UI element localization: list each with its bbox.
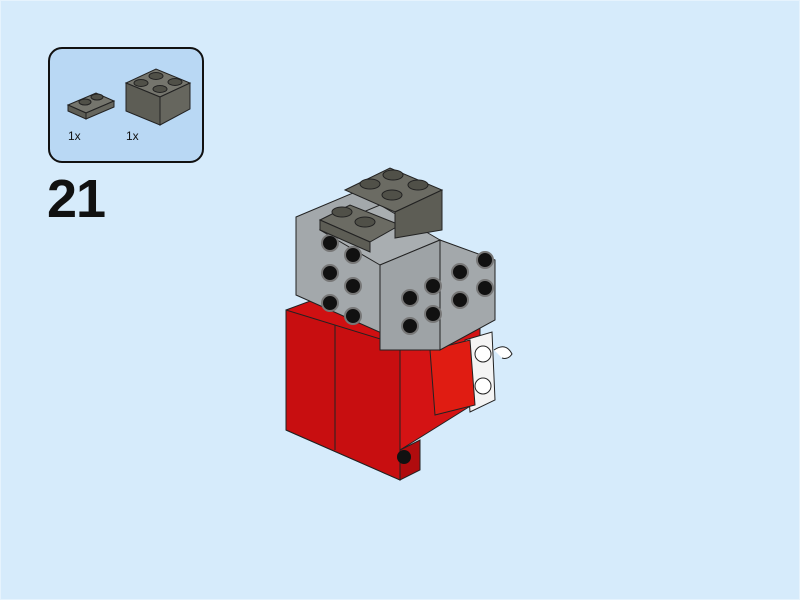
step-number: 21 bbox=[47, 169, 106, 229]
red-body bbox=[285, 289, 513, 481]
parts-callout: 1x 1x bbox=[48, 47, 204, 163]
brick-quantity: 1x bbox=[126, 129, 139, 143]
plate-quantity: 1x bbox=[68, 129, 81, 143]
model-illustration bbox=[285, 167, 513, 481]
new-dark-gray-parts bbox=[318, 167, 444, 253]
brick-2x2-icon bbox=[124, 68, 192, 126]
plate-1x2-icon bbox=[66, 92, 116, 120]
